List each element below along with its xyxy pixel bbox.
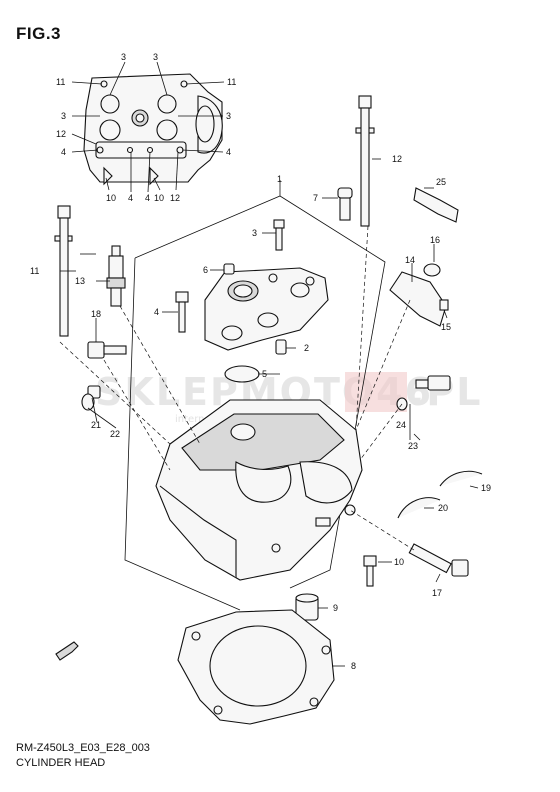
callout-7: 7 xyxy=(313,193,318,203)
callout-20: 20 xyxy=(438,503,448,513)
dowel-pin-2 xyxy=(275,339,287,355)
callout-21: 21 xyxy=(91,420,101,430)
fwd-arrow-icon xyxy=(55,641,79,661)
callout-8: 8 xyxy=(351,661,356,671)
callout-4: 4 xyxy=(154,307,159,317)
callout-4: 4 xyxy=(61,147,66,157)
seal-19 xyxy=(439,470,483,487)
callout-12: 12 xyxy=(56,129,66,139)
bolt-18 xyxy=(87,341,127,359)
dashed-guides xyxy=(59,225,415,551)
callout-3: 3 xyxy=(226,111,231,121)
callout-15: 15 xyxy=(441,322,451,332)
main-leaders xyxy=(60,158,479,667)
callout-10: 10 xyxy=(154,193,164,203)
bolt-3 xyxy=(273,219,285,251)
callout-4: 4 xyxy=(145,193,150,203)
callout-9: 9 xyxy=(333,603,338,613)
callout-10: 10 xyxy=(394,557,404,567)
callout-5: 5 xyxy=(262,369,267,379)
head-gasket-8 xyxy=(177,609,335,725)
assembly-frame xyxy=(124,180,386,611)
cap-7 xyxy=(337,187,353,221)
callout-25: 25 xyxy=(436,177,446,187)
spark-plug xyxy=(106,245,126,307)
callouts: 3 3 11 11 3 3 12 4 4 10 4 4 10 12 1 25 1… xyxy=(30,52,491,671)
callout-12: 12 xyxy=(392,154,402,164)
camshaft-holder xyxy=(204,267,329,351)
callout-12: 12 xyxy=(170,193,180,203)
figure-title: FIG.3 xyxy=(16,24,62,43)
head-top-view xyxy=(83,73,223,186)
callout-3: 3 xyxy=(121,52,126,62)
callout-23: 23 xyxy=(408,441,418,451)
model-code: RM-Z450L3_E03_E28_003 xyxy=(16,742,150,754)
callout-6: 6 xyxy=(203,265,208,275)
callout-3: 3 xyxy=(153,52,158,62)
callout-11: 11 xyxy=(227,77,236,87)
callout-11: 11 xyxy=(30,266,39,276)
bracket-25 xyxy=(413,187,459,223)
callout-1: 1 xyxy=(277,174,282,184)
bolt-11-left xyxy=(54,205,73,337)
bolt-10 xyxy=(363,555,377,587)
callout-11: 11 xyxy=(56,77,65,87)
bolt-12-right xyxy=(355,95,375,227)
callout-18: 18 xyxy=(91,309,101,319)
callout-14: 14 xyxy=(405,255,415,265)
diagram-name: CYLINDER HEAD xyxy=(16,757,106,769)
callout-4: 4 xyxy=(226,147,231,157)
callout-10: 10 xyxy=(106,193,116,203)
plug-21-washer-22 xyxy=(81,385,101,411)
callout-4: 4 xyxy=(128,193,133,203)
cylinder-head-body xyxy=(155,399,363,581)
callout-3: 3 xyxy=(252,228,257,238)
callout-3: 3 xyxy=(61,111,66,121)
callout-24: 24 xyxy=(396,420,406,430)
callout-17: 17 xyxy=(432,588,442,598)
callout-19: 19 xyxy=(481,483,491,493)
top-inset-leaders xyxy=(71,61,225,193)
seal-20 xyxy=(397,497,441,519)
bolt-4 xyxy=(175,291,189,333)
bolt-6 xyxy=(223,263,235,275)
callout-16: 16 xyxy=(430,235,440,245)
callout-22: 22 xyxy=(110,429,120,439)
callout-13: 13 xyxy=(75,276,85,286)
callout-2: 2 xyxy=(304,343,309,353)
watermark: SKLEPMOTO46 .PL internetowy sklep motocy… xyxy=(95,370,481,425)
intake-pipe-14 xyxy=(389,263,449,327)
o-ring-5 xyxy=(224,365,260,383)
bolt-17 xyxy=(408,543,469,577)
